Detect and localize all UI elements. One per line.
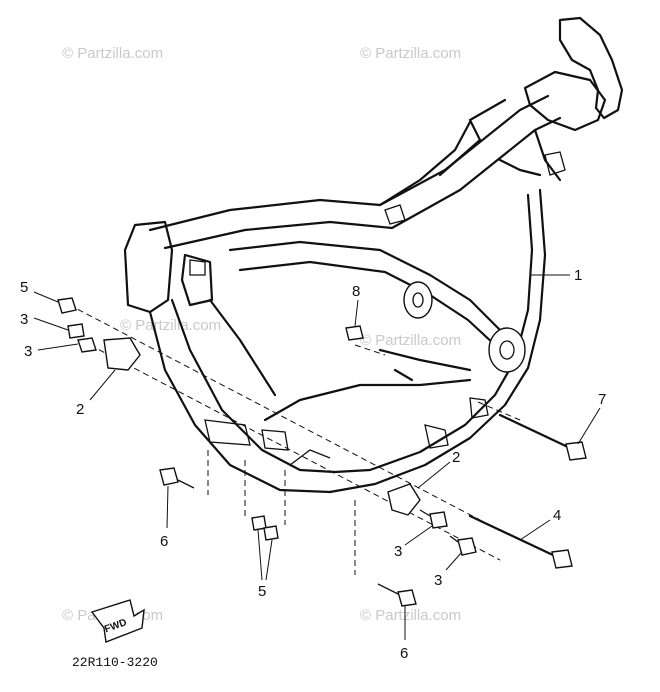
callout-frame: 1 [574,267,582,284]
leader-lines [33,274,601,640]
watermark-mid-right: © Partzilla.com [360,332,461,349]
diagram-code: 22R110-3220 [72,655,158,670]
bolt-part-bottom-6 [397,589,417,607]
bolt-part-b2 [457,537,477,556]
watermark-top-right: © Partzilla.com [360,45,461,62]
callout-bolt-a2: 3 [24,343,32,360]
fasteners [57,297,587,607]
bolt-part-a2 [77,337,97,353]
callout-bolt-bottom: 6 [400,645,408,662]
bolt-part-b1 [429,511,448,529]
long-bolt-lower-part [468,514,557,558]
long-bolt-upper-part [498,413,572,450]
bolt-part-a1 [67,323,85,339]
callouts: 1 5 3 3 2 8 2 3 3 4 7 6 5 6 [20,267,606,662]
callout-bolt-left: 6 [160,533,168,550]
frame-illustration [123,16,624,494]
bracket-part-right [387,483,421,516]
callout-bolt-b1: 3 [394,543,402,560]
watermark-mid-left: © Partzilla.com [120,317,221,334]
callout-bolt-a1: 3 [20,311,28,328]
callout-small-nut: 8 [352,283,360,300]
bolt-part-5b [263,525,279,541]
callout-long-bolt-lower: 4 [553,507,561,524]
callout-bracket-left: 2 [76,401,84,418]
fwd-arrow-icon: FWD [90,599,145,643]
watermark-bottom-right: © Partzilla.com [360,607,461,624]
callout-long-bolt-upper: 7 [598,391,606,408]
watermark-top-left: © Partzilla.com [62,45,163,62]
callout-bolt-b2: 3 [434,572,442,589]
nut-part [57,297,77,314]
bracket-part-left [103,337,141,371]
callout-nut: 5 [20,279,28,296]
callout-bracket-right: 2 [452,449,460,466]
callout-bolt-pair: 5 [258,583,266,600]
small-nut-part [345,325,364,341]
bolt-part-left-6 [159,467,179,486]
